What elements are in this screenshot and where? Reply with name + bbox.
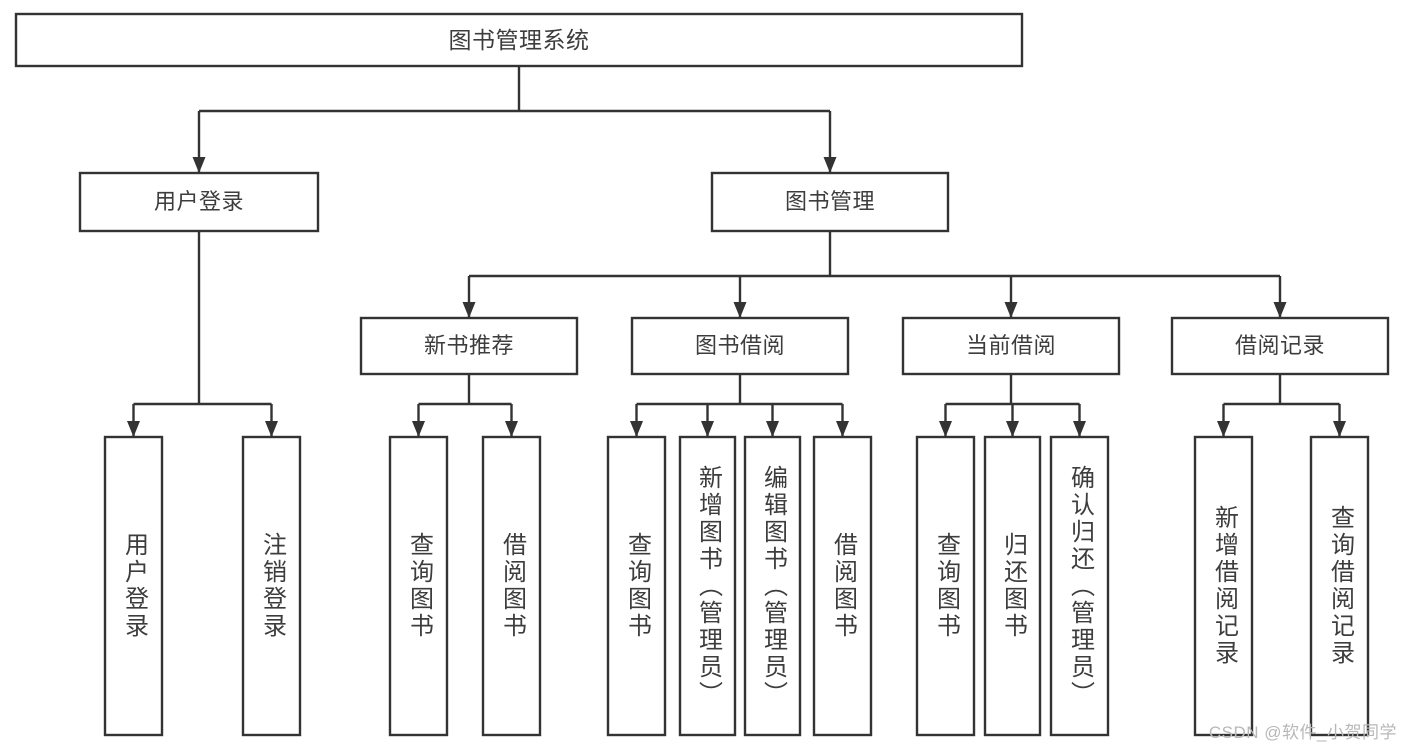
arrow-head-current-borrow: [1004, 302, 1018, 318]
node-box-leaf-borrow-book-1: [481, 435, 542, 737]
node-box-book-borrow: [630, 316, 850, 376]
node-box-leaf-query-book-1: [388, 435, 449, 737]
node-box-leaf-edit-book: [743, 435, 802, 737]
node-box-leaf-add-record: [1193, 435, 1254, 737]
node-box-leaf-add-book: [678, 435, 737, 737]
arrow-head-leaf-borrow-book-2: [836, 421, 849, 437]
arrow-head-new-book-rec: [462, 302, 476, 318]
arrow-head-leaf-borrow-book-1: [505, 421, 518, 437]
arrow-head-leaf-logout: [265, 421, 278, 437]
node-box-leaf-query-book-3: [915, 435, 976, 737]
edges-layer: [127, 66, 1346, 437]
node-box-leaf-user-login: [103, 435, 164, 737]
arrow-head-book-manage: [823, 157, 837, 173]
node-box-leaf-logout: [241, 435, 302, 737]
arrow-head-leaf-return-book: [1006, 421, 1019, 437]
node-box-root: [14, 12, 1024, 68]
node-box-leaf-borrow-book-2: [812, 435, 873, 737]
node-box-leaf-query-book-2: [606, 435, 667, 737]
arrow-head-leaf-query-book-2: [630, 421, 643, 437]
arrow-head-leaf-add-record: [1217, 421, 1230, 437]
node-box-new-book-rec: [359, 316, 579, 376]
arrow-head-leaf-confirm-return: [1073, 421, 1086, 437]
boxes-layer: [14, 12, 1390, 737]
arrow-head-borrow-record: [1273, 302, 1287, 318]
arrow-head-leaf-query-record: [1333, 421, 1346, 437]
arrow-head-leaf-add-book: [701, 421, 714, 437]
node-box-borrow-record: [1170, 316, 1390, 376]
arrow-head-leaf-edit-book: [766, 421, 779, 437]
arrow-head-leaf-user-login: [127, 421, 140, 437]
arrow-head-user-login: [192, 157, 206, 173]
node-box-leaf-return-book: [983, 435, 1042, 737]
node-box-leaf-confirm-return: [1049, 435, 1110, 737]
arrow-head-leaf-query-book-1: [412, 421, 425, 437]
node-box-book-manage: [710, 171, 950, 233]
node-box-current-borrow: [901, 316, 1121, 376]
arrow-head-leaf-query-book-3: [939, 421, 952, 437]
arrow-head-book-borrow: [733, 302, 747, 318]
watermark-text: CSDN @软件_小贺同学: [1208, 723, 1397, 742]
node-box-user-login: [78, 171, 320, 233]
node-box-leaf-query-record: [1309, 435, 1370, 737]
